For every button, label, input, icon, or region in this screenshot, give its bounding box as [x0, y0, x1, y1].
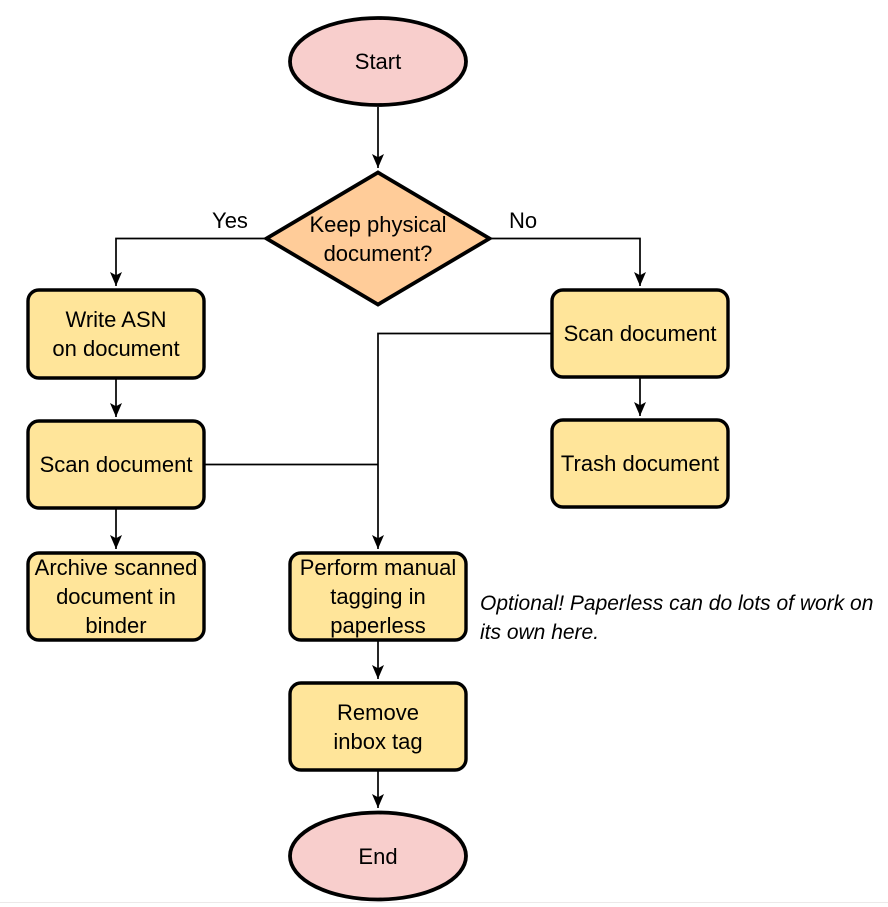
- node-remove-inbox-shape: [288, 681, 468, 772]
- node-trash-shape: [550, 418, 730, 509]
- node-end-shape: [288, 810, 468, 902]
- edge-decision-yes: [110, 237, 265, 286]
- bottom-divider: [0, 902, 888, 903]
- node-write-asn-shape: [26, 288, 206, 380]
- edge-decision-no: [490, 237, 646, 286]
- node-start-shape: [288, 16, 468, 107]
- optional-note: Optional! Paperless can do lots of work …: [480, 592, 874, 644]
- node-tagging-shape: [288, 551, 468, 642]
- node-archive-shape: [26, 551, 206, 642]
- node-decision-shape: [262, 170, 494, 307]
- edge-scanright-tagging: [372, 332, 552, 549]
- node-scan-right-shape: [550, 288, 730, 379]
- node-scan-left-shape: [26, 419, 206, 510]
